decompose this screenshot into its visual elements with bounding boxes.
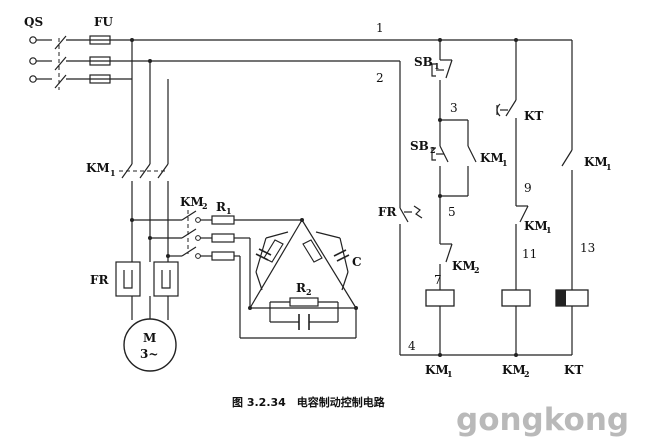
fr-control-label: FR (378, 205, 398, 219)
c-label: C (352, 255, 362, 269)
bus-lines (110, 39, 572, 80)
r1-label-sub: 1 (226, 206, 232, 216)
sb2-label-sub: 2 (430, 145, 436, 155)
km1-main-contacts (119, 163, 169, 262)
coil-kt-label: KT (564, 363, 583, 377)
km2-interlock-label-sub: 2 (474, 265, 480, 275)
km2-main-label: KM (180, 195, 204, 209)
km1-main-label-sub: 1 (110, 168, 116, 178)
fu-label: FU (94, 15, 114, 29)
r2-label: R (296, 281, 307, 295)
supply-terminals (29, 36, 52, 83)
branch-km1 (425, 38, 477, 355)
km2-main-contacts (181, 210, 212, 259)
km1-main-label: KM (86, 161, 110, 175)
control-return-line (399, 61, 572, 357)
figure-caption: 图 3.2.34 电容制动控制电路 (232, 395, 386, 409)
km1-aux-b-label-sub: 1 (546, 225, 552, 235)
km1-aux-c-label-sub: 1 (606, 162, 612, 172)
node-13-label: 13 (580, 241, 595, 255)
motor (123, 318, 177, 372)
coil-km2-label-sub: 2 (524, 369, 530, 379)
node-9-label: 9 (524, 181, 532, 195)
node-4-label: 4 (408, 339, 416, 353)
coil-km2-label: KM (502, 363, 526, 377)
km1-aux-a-label: KM (480, 151, 504, 165)
fr-thermal-elements (115, 261, 179, 320)
km1-aux-a-label-sub: 1 (502, 158, 508, 168)
fr-control-contact (399, 205, 423, 223)
braking-taps (130, 218, 182, 258)
coil-km1-label-sub: 1 (447, 369, 453, 379)
branch-kt (555, 40, 589, 355)
watermark: gongkong (456, 402, 629, 438)
fu-fuses (89, 35, 111, 84)
phase-conductors (130, 38, 169, 164)
kt-timer-contact-label: KT (524, 109, 543, 123)
motor-phase-label: 3~ (140, 347, 158, 361)
sb1-label-sub: 1 (434, 61, 440, 71)
sb2-label: SB (410, 139, 429, 153)
coil-km1-label: KM (425, 363, 449, 377)
node-1-label: 1 (376, 21, 384, 35)
branch-km2 (496, 38, 531, 355)
fr-main-label: FR (90, 273, 110, 287)
node-7-label: 7 (434, 273, 442, 287)
motor-m-label: M (143, 331, 156, 345)
qs-isolator-switch (54, 35, 90, 90)
r1-to-network-wires (234, 218, 357, 339)
r1-label: R (216, 200, 227, 214)
r2-label-sub: 2 (306, 287, 312, 297)
node-11-label: 11 (522, 247, 537, 261)
node-5-label: 5 (448, 205, 456, 219)
qs-label: QS (24, 15, 43, 29)
delta-network (248, 219, 358, 330)
km1-aux-b-label: KM (524, 219, 548, 233)
km2-interlock-label: KM (452, 259, 476, 273)
node-3-label: 3 (450, 101, 458, 115)
km1-aux-c-label: KM (584, 155, 608, 169)
node-2-label: 2 (376, 71, 384, 85)
sb1-label: SB (414, 55, 433, 69)
r1-resistors (211, 215, 235, 261)
km2-main-label-sub: 2 (202, 201, 208, 211)
